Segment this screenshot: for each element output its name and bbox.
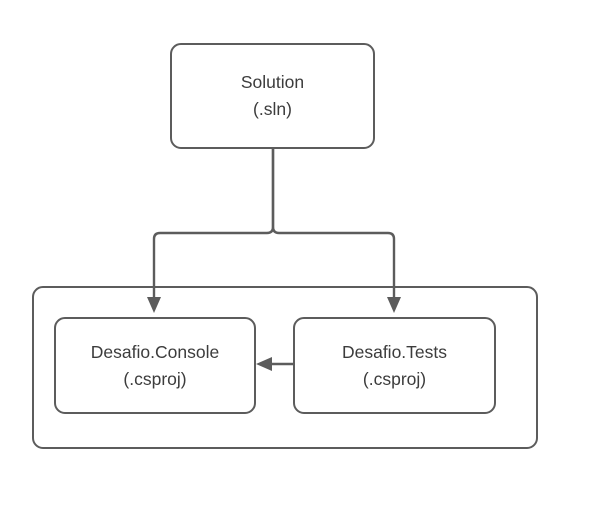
node-desafio-tests-title: Desafio.Tests [341,341,448,362]
node-solution[interactable]: Solution (.sln) [170,43,375,149]
node-desafio-tests-subtitle: (.csproj) [362,368,427,389]
edge-solution-to-console-path [152,149,275,301]
node-desafio-tests[interactable]: Desafio.Tests (.csproj) [293,317,496,414]
node-solution-title: Solution [240,72,305,92]
node-solution-subtitle: (.sln) [253,99,292,119]
node-desafio-console[interactable]: Desafio.Console (.csproj) [54,317,256,414]
edge-solution-to-tests-path [271,149,396,301]
group-solution-folder[interactable] [32,286,538,449]
node-desafio-console-subtitle: (.csproj) [123,368,187,389]
node-desafio-console-title: Desafio.Console [90,341,220,362]
